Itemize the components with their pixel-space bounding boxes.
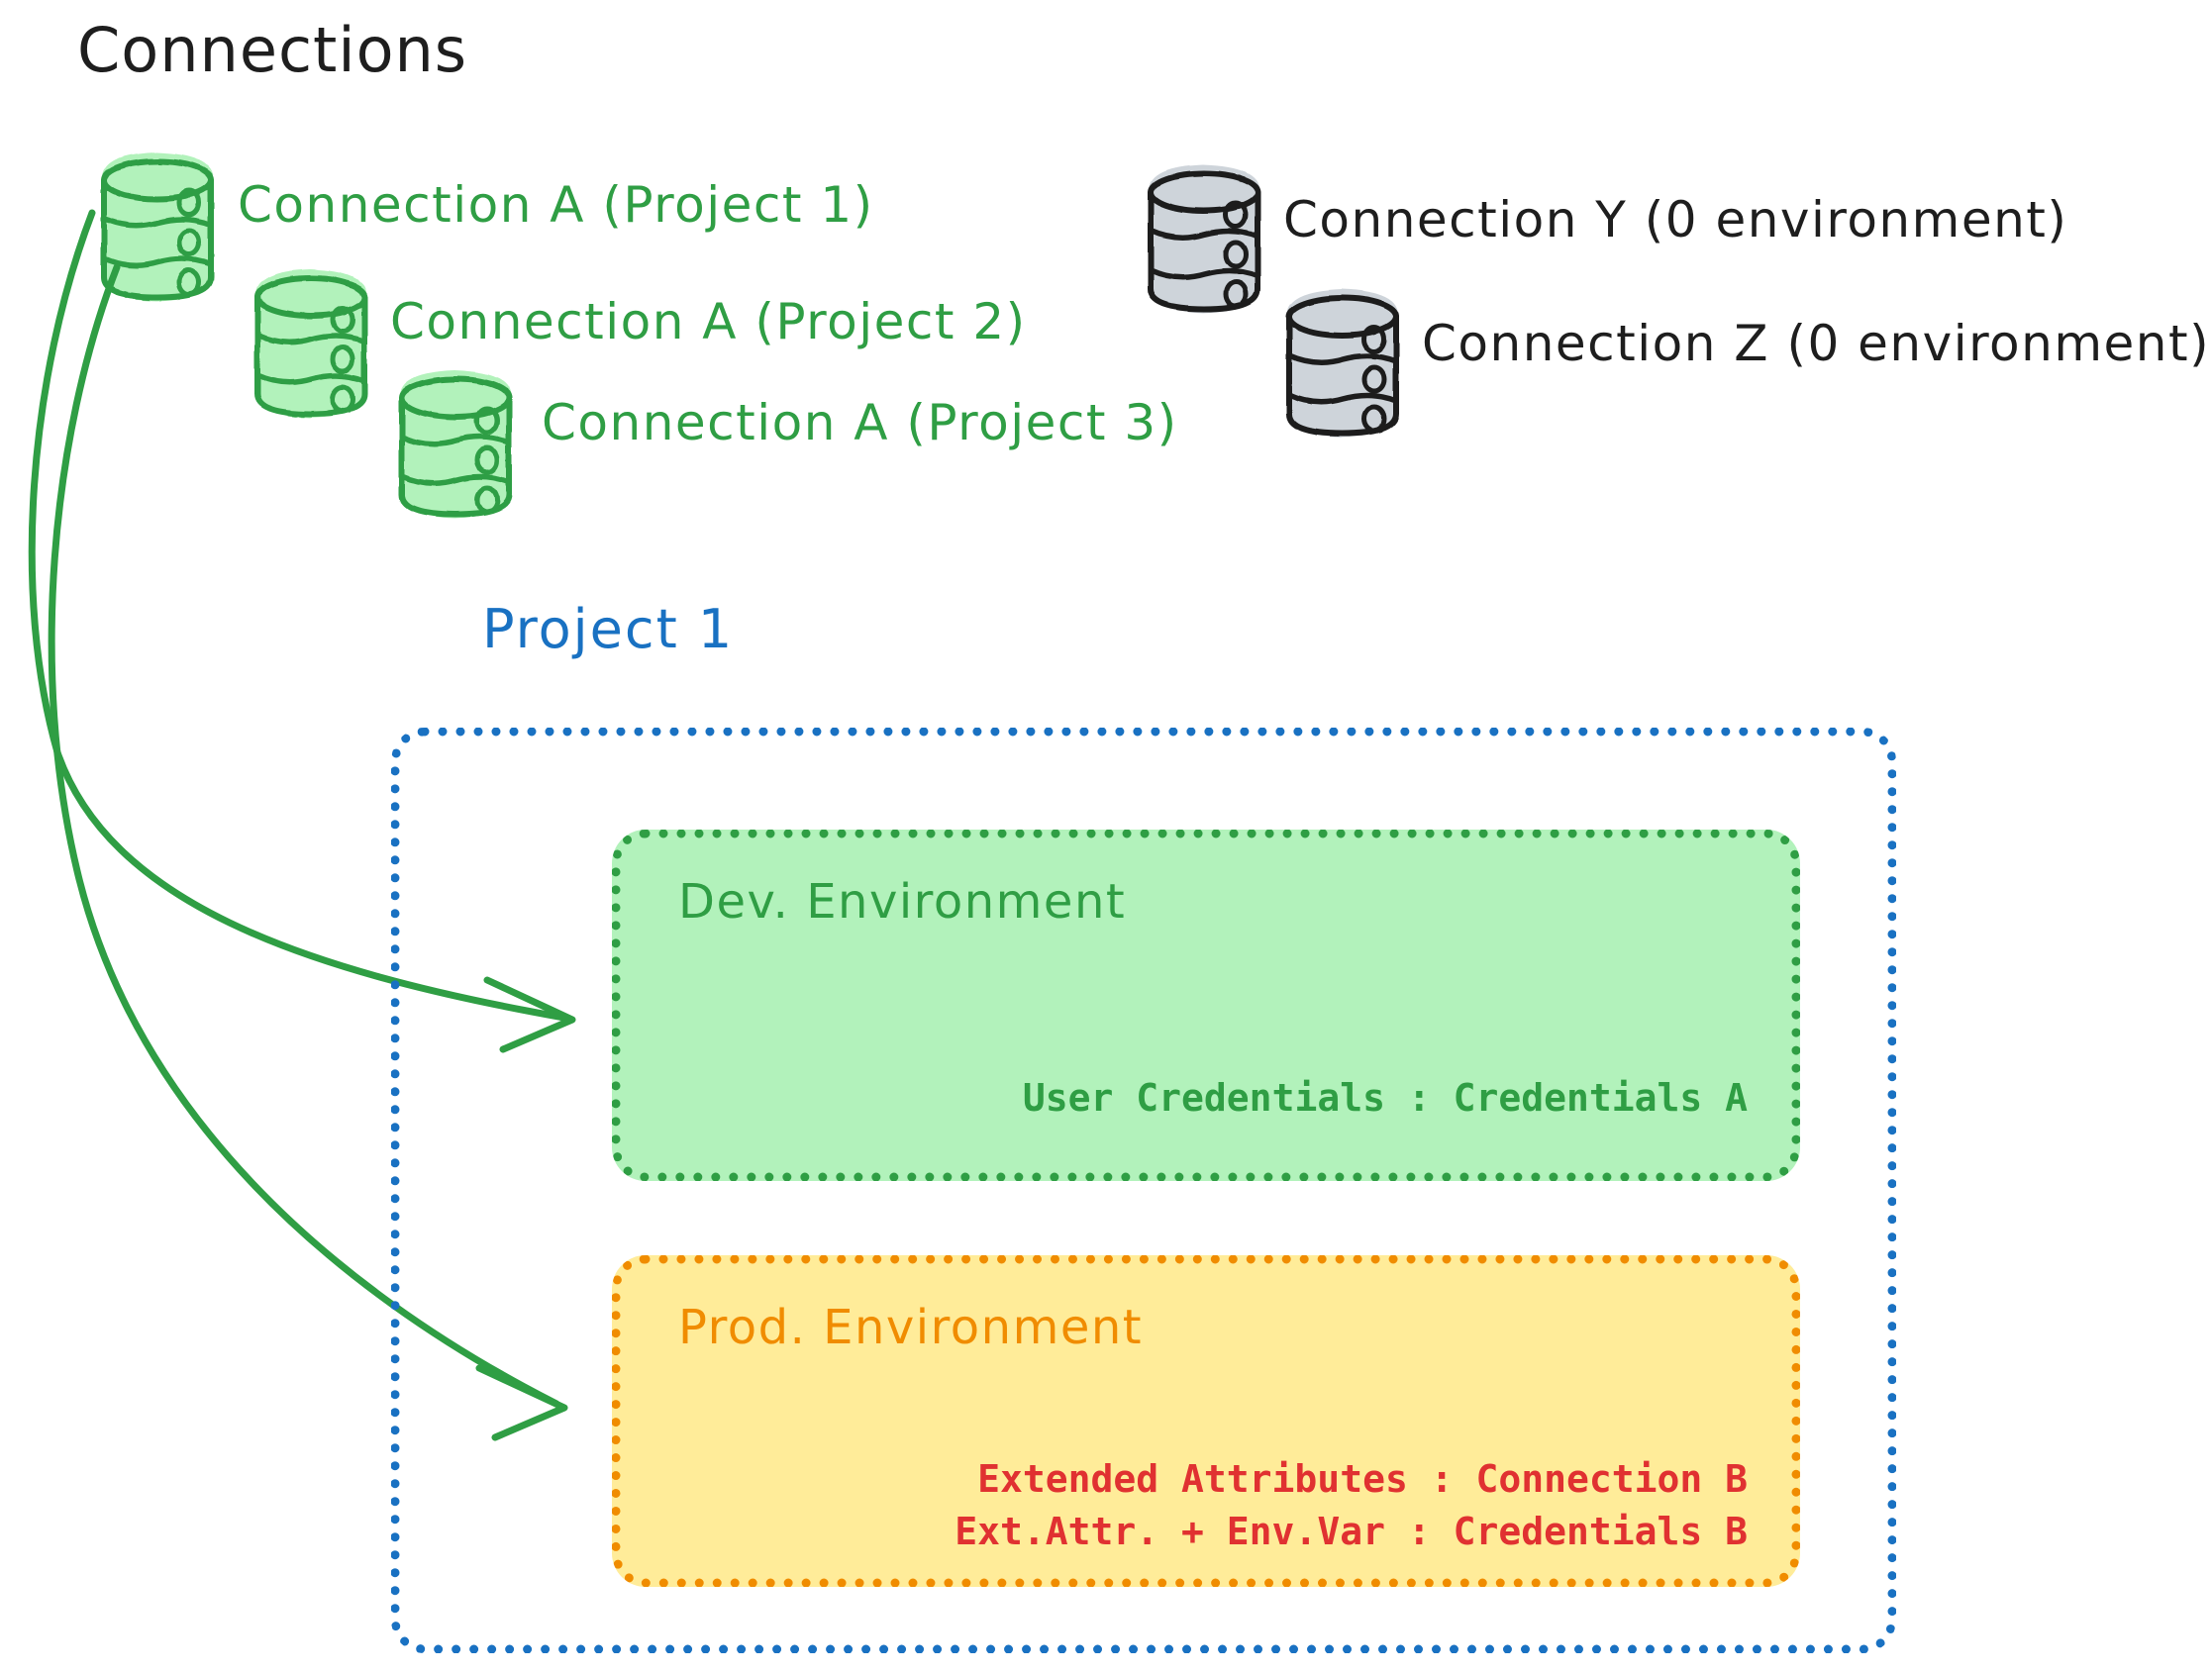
connection-label-conn-a-p2: Connection A (Project 2) [390,293,1027,350]
environment-box-dev[interactable]: Dev. Environment User Credentials : Cred… [612,830,1800,1181]
connection-label-conn-a-p1: Connection A (Project 1) [238,176,874,234]
connection-label-conn-z: Connection Z (0 environment) [1422,315,2211,372]
database-cylinder-icon-conn-a-p2 [254,269,367,418]
environment-title-prod: Prod. Environment [678,1300,1144,1355]
database-cylinder-icon-conn-z [1286,289,1399,438]
environment-detail-dev-credentials: User Credentials : Credentials A [1022,1076,1748,1120]
database-cylinder-icon-conn-y [1148,164,1260,313]
connection-label-conn-a-p3: Connection A (Project 3) [542,394,1178,451]
environment-title-dev: Dev. Environment [678,874,1127,930]
project-title: Project 1 [482,598,735,660]
database-cylinder-icon-conn-a-p3 [399,370,512,519]
environment-detail-prod-ext-attr-env-var: Ext.Attr. + Env.Var : Credentials B [955,1510,1748,1553]
environment-detail-prod-extended-attributes: Extended Attributes : Connection B [977,1457,1748,1501]
project-boundary-box [391,728,1896,1653]
connection-label-conn-y: Connection Y (0 environment) [1283,191,2068,248]
environment-box-prod[interactable]: Prod. Environment Extended Attributes : … [612,1255,1800,1587]
database-cylinder-icon-conn-a-p1 [101,152,214,301]
page-title: Connections [77,14,468,86]
